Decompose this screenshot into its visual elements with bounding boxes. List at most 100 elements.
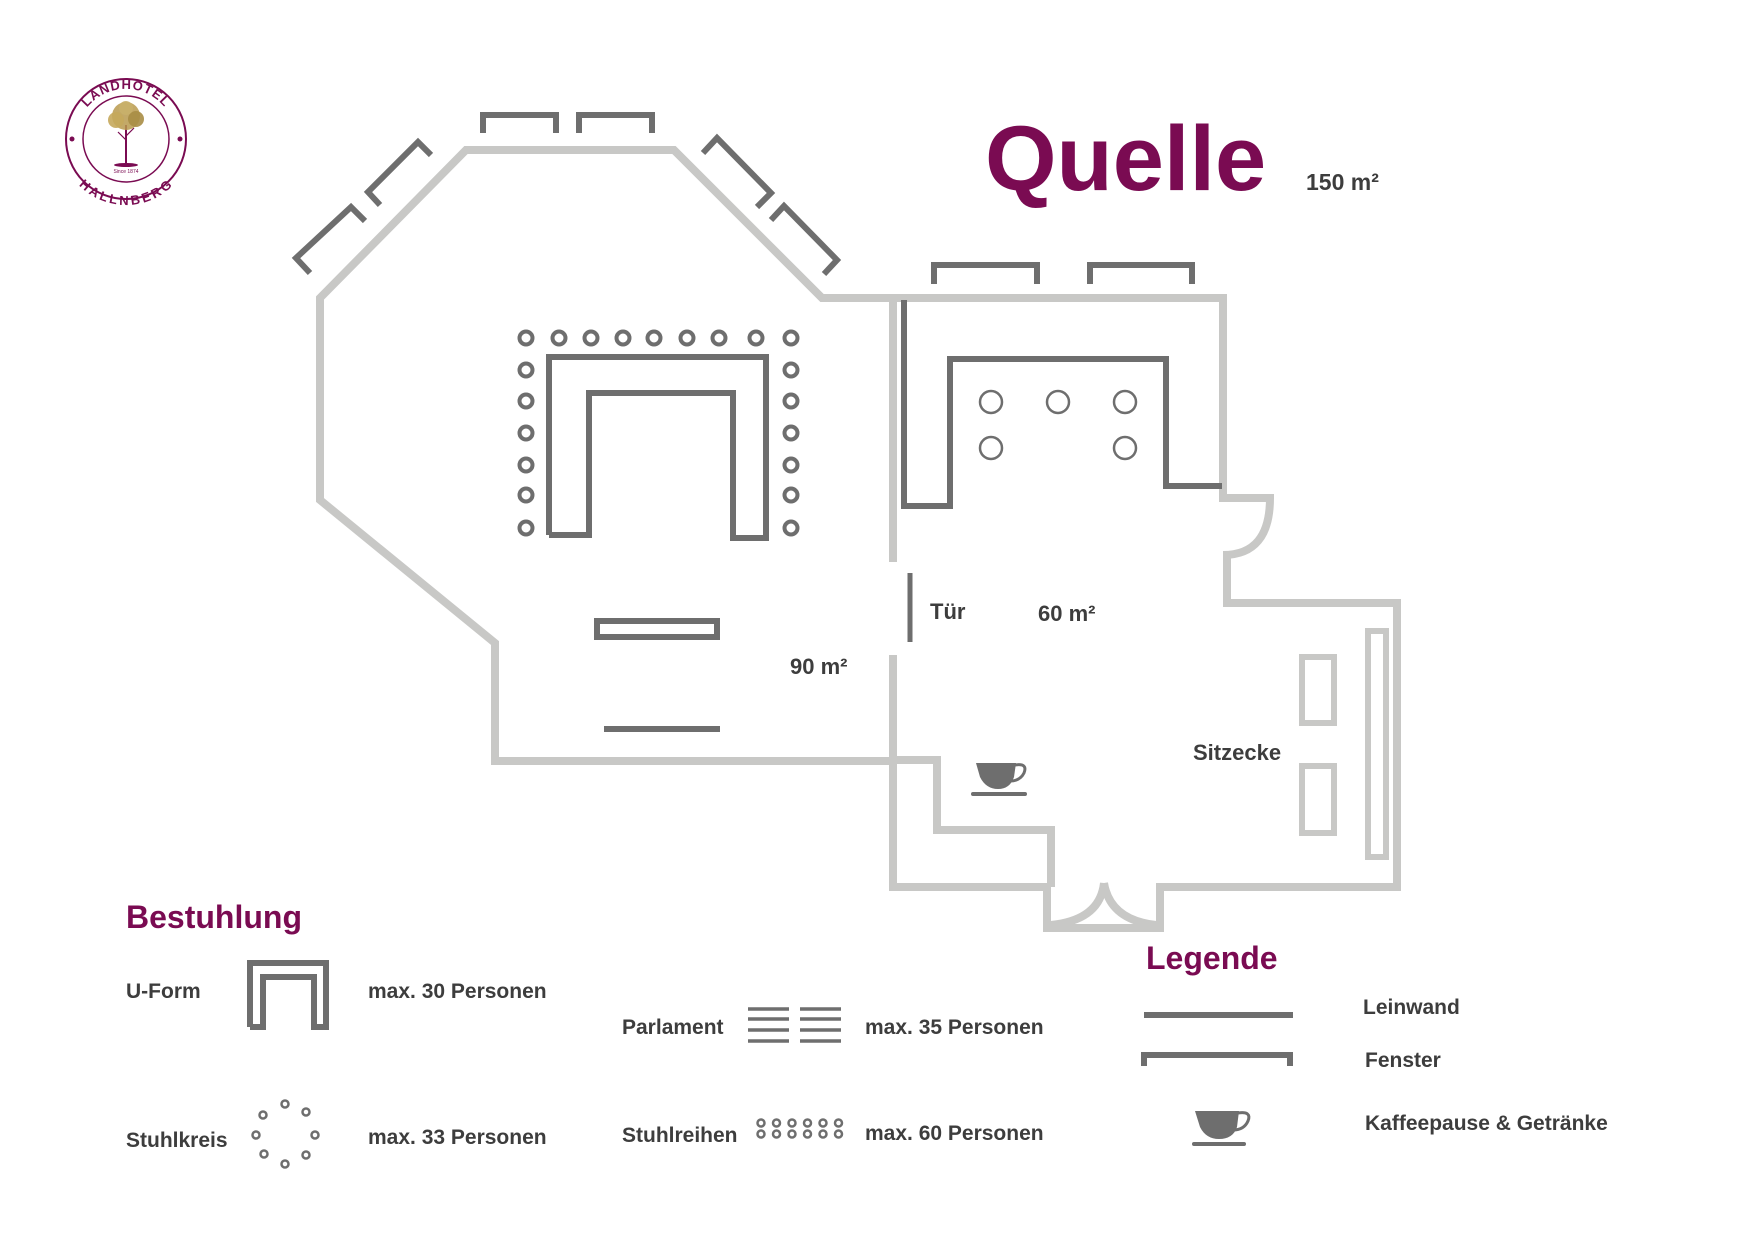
window-bracket-icon xyxy=(1141,1052,1293,1066)
chair xyxy=(782,392,800,410)
chair xyxy=(747,329,765,347)
chair xyxy=(614,329,632,347)
window-top-2 xyxy=(576,112,655,133)
window-right-room-1 xyxy=(931,262,1040,284)
chair xyxy=(782,329,800,347)
chair xyxy=(782,361,800,379)
wall-right-room-top xyxy=(892,294,1227,498)
wall-octagon xyxy=(316,146,892,765)
chair xyxy=(771,1129,782,1139)
chair xyxy=(787,1129,797,1139)
chair xyxy=(802,1129,813,1139)
seating-stuhlreihen: Stuhlreihen max. 60 Personen xyxy=(622,1118,1044,1147)
legend-item-fenster: Fenster xyxy=(1141,1049,1441,1072)
chair xyxy=(771,1118,782,1128)
walls xyxy=(316,146,1401,932)
hotel-logo: LANDHOTEL HALLNBERG Since 1874 xyxy=(65,77,187,208)
chair xyxy=(710,329,728,347)
seating-parlament: Parlament max. 35 Personen xyxy=(622,1007,1044,1043)
armchair-1 xyxy=(1299,654,1337,726)
chair xyxy=(517,519,535,537)
seating-label-u-form: U-Form xyxy=(126,980,201,1003)
chair xyxy=(517,361,535,379)
chair xyxy=(782,424,800,442)
page-title: Quelle xyxy=(985,108,1266,210)
u-form-table-left-room xyxy=(546,354,769,541)
window-right-diag-1 xyxy=(700,133,776,210)
chair-circle-icon xyxy=(251,1099,320,1169)
logo-bottom-text: HALLNBERG xyxy=(77,176,176,208)
tree-icon xyxy=(108,101,144,167)
logo-inner-ring xyxy=(82,95,170,183)
chair xyxy=(818,1118,828,1128)
double-door-arc-right xyxy=(1100,882,1157,929)
chair xyxy=(782,519,800,537)
chair xyxy=(517,456,535,474)
chair xyxy=(833,1129,844,1139)
seating-u-form: U-Form max. 30 Personen xyxy=(126,960,547,1030)
window-top-1 xyxy=(480,112,559,133)
chair xyxy=(517,486,535,504)
window-left-diag-2 xyxy=(363,137,434,208)
double-door-arc-left xyxy=(1050,882,1108,929)
sofa-bench xyxy=(1365,628,1389,860)
chair-rows-icon xyxy=(756,1118,844,1139)
logo-since-text: Since 1874 xyxy=(113,169,138,175)
logo-dot-left xyxy=(69,136,75,142)
lounge-label: Sitzecke xyxy=(1193,740,1281,765)
chair xyxy=(782,486,800,504)
seating-heading: Bestuhlung xyxy=(126,899,302,935)
window-right-diag-2 xyxy=(768,201,842,277)
u-form-table-right-room xyxy=(901,300,1222,509)
chair xyxy=(1045,389,1071,415)
seating-label-stuhlkreis: Stuhlkreis xyxy=(126,1129,228,1152)
logo-dot-right xyxy=(177,136,183,142)
seating-label-stuhlreihen: Stuhlreihen xyxy=(622,1124,738,1147)
side-door-arc xyxy=(1219,494,1275,559)
seating-capacity-u-form: max. 30 Personen xyxy=(368,980,547,1003)
window-right-room-2 xyxy=(1087,262,1195,284)
legend-label-kaffee: Kaffeepause & Getränke xyxy=(1365,1112,1608,1135)
presenter-table xyxy=(594,618,720,640)
legend-item-kaffee: Kaffeepause & Getränke xyxy=(1192,1111,1608,1146)
chair xyxy=(978,435,1004,461)
door-label: Tür xyxy=(930,599,966,624)
chair xyxy=(978,389,1004,415)
u-shape-table-icon xyxy=(247,960,329,1030)
left-room-chairs xyxy=(517,329,800,537)
armchair-2 xyxy=(1299,763,1337,836)
chair xyxy=(517,392,535,410)
chair xyxy=(1112,389,1138,415)
chair xyxy=(582,329,600,347)
seating-capacity-stuhlreihen: max. 60 Personen xyxy=(865,1122,1044,1145)
legend-label-fenster: Fenster xyxy=(1365,1049,1441,1072)
chair xyxy=(678,329,696,347)
chair xyxy=(818,1129,828,1139)
chair xyxy=(645,329,663,347)
legend-heading: Legende xyxy=(1146,940,1278,976)
window-left-diag-1 xyxy=(291,202,368,276)
chair xyxy=(802,1118,813,1128)
chair xyxy=(787,1118,797,1128)
legend-item-leinwand: Leinwand xyxy=(1144,996,1460,1019)
chair xyxy=(1112,435,1138,461)
chair xyxy=(833,1118,844,1128)
parliament-rows-icon xyxy=(748,1007,841,1043)
chair xyxy=(517,424,535,442)
wall-divider-lower xyxy=(889,555,1401,932)
chair xyxy=(517,329,535,347)
coffee-cup-icon xyxy=(1192,1111,1251,1146)
seating-stuhlkreis: Stuhlkreis max. 33 Personen xyxy=(126,1099,547,1169)
chair xyxy=(756,1129,766,1139)
chair xyxy=(756,1118,766,1128)
seating-capacity-parlament: max. 35 Personen xyxy=(865,1016,1044,1039)
logo-outer-ring xyxy=(65,78,187,200)
total-area: 150 m² xyxy=(1306,169,1379,195)
seating-capacity-stuhlkreis: max. 33 Personen xyxy=(368,1126,547,1149)
left-room-area: 90 m² xyxy=(790,654,847,679)
right-room-area: 60 m² xyxy=(1038,601,1095,626)
wall-inner-step xyxy=(889,756,1055,887)
chair xyxy=(550,329,568,347)
legend-label-leinwand: Leinwand xyxy=(1363,996,1460,1019)
